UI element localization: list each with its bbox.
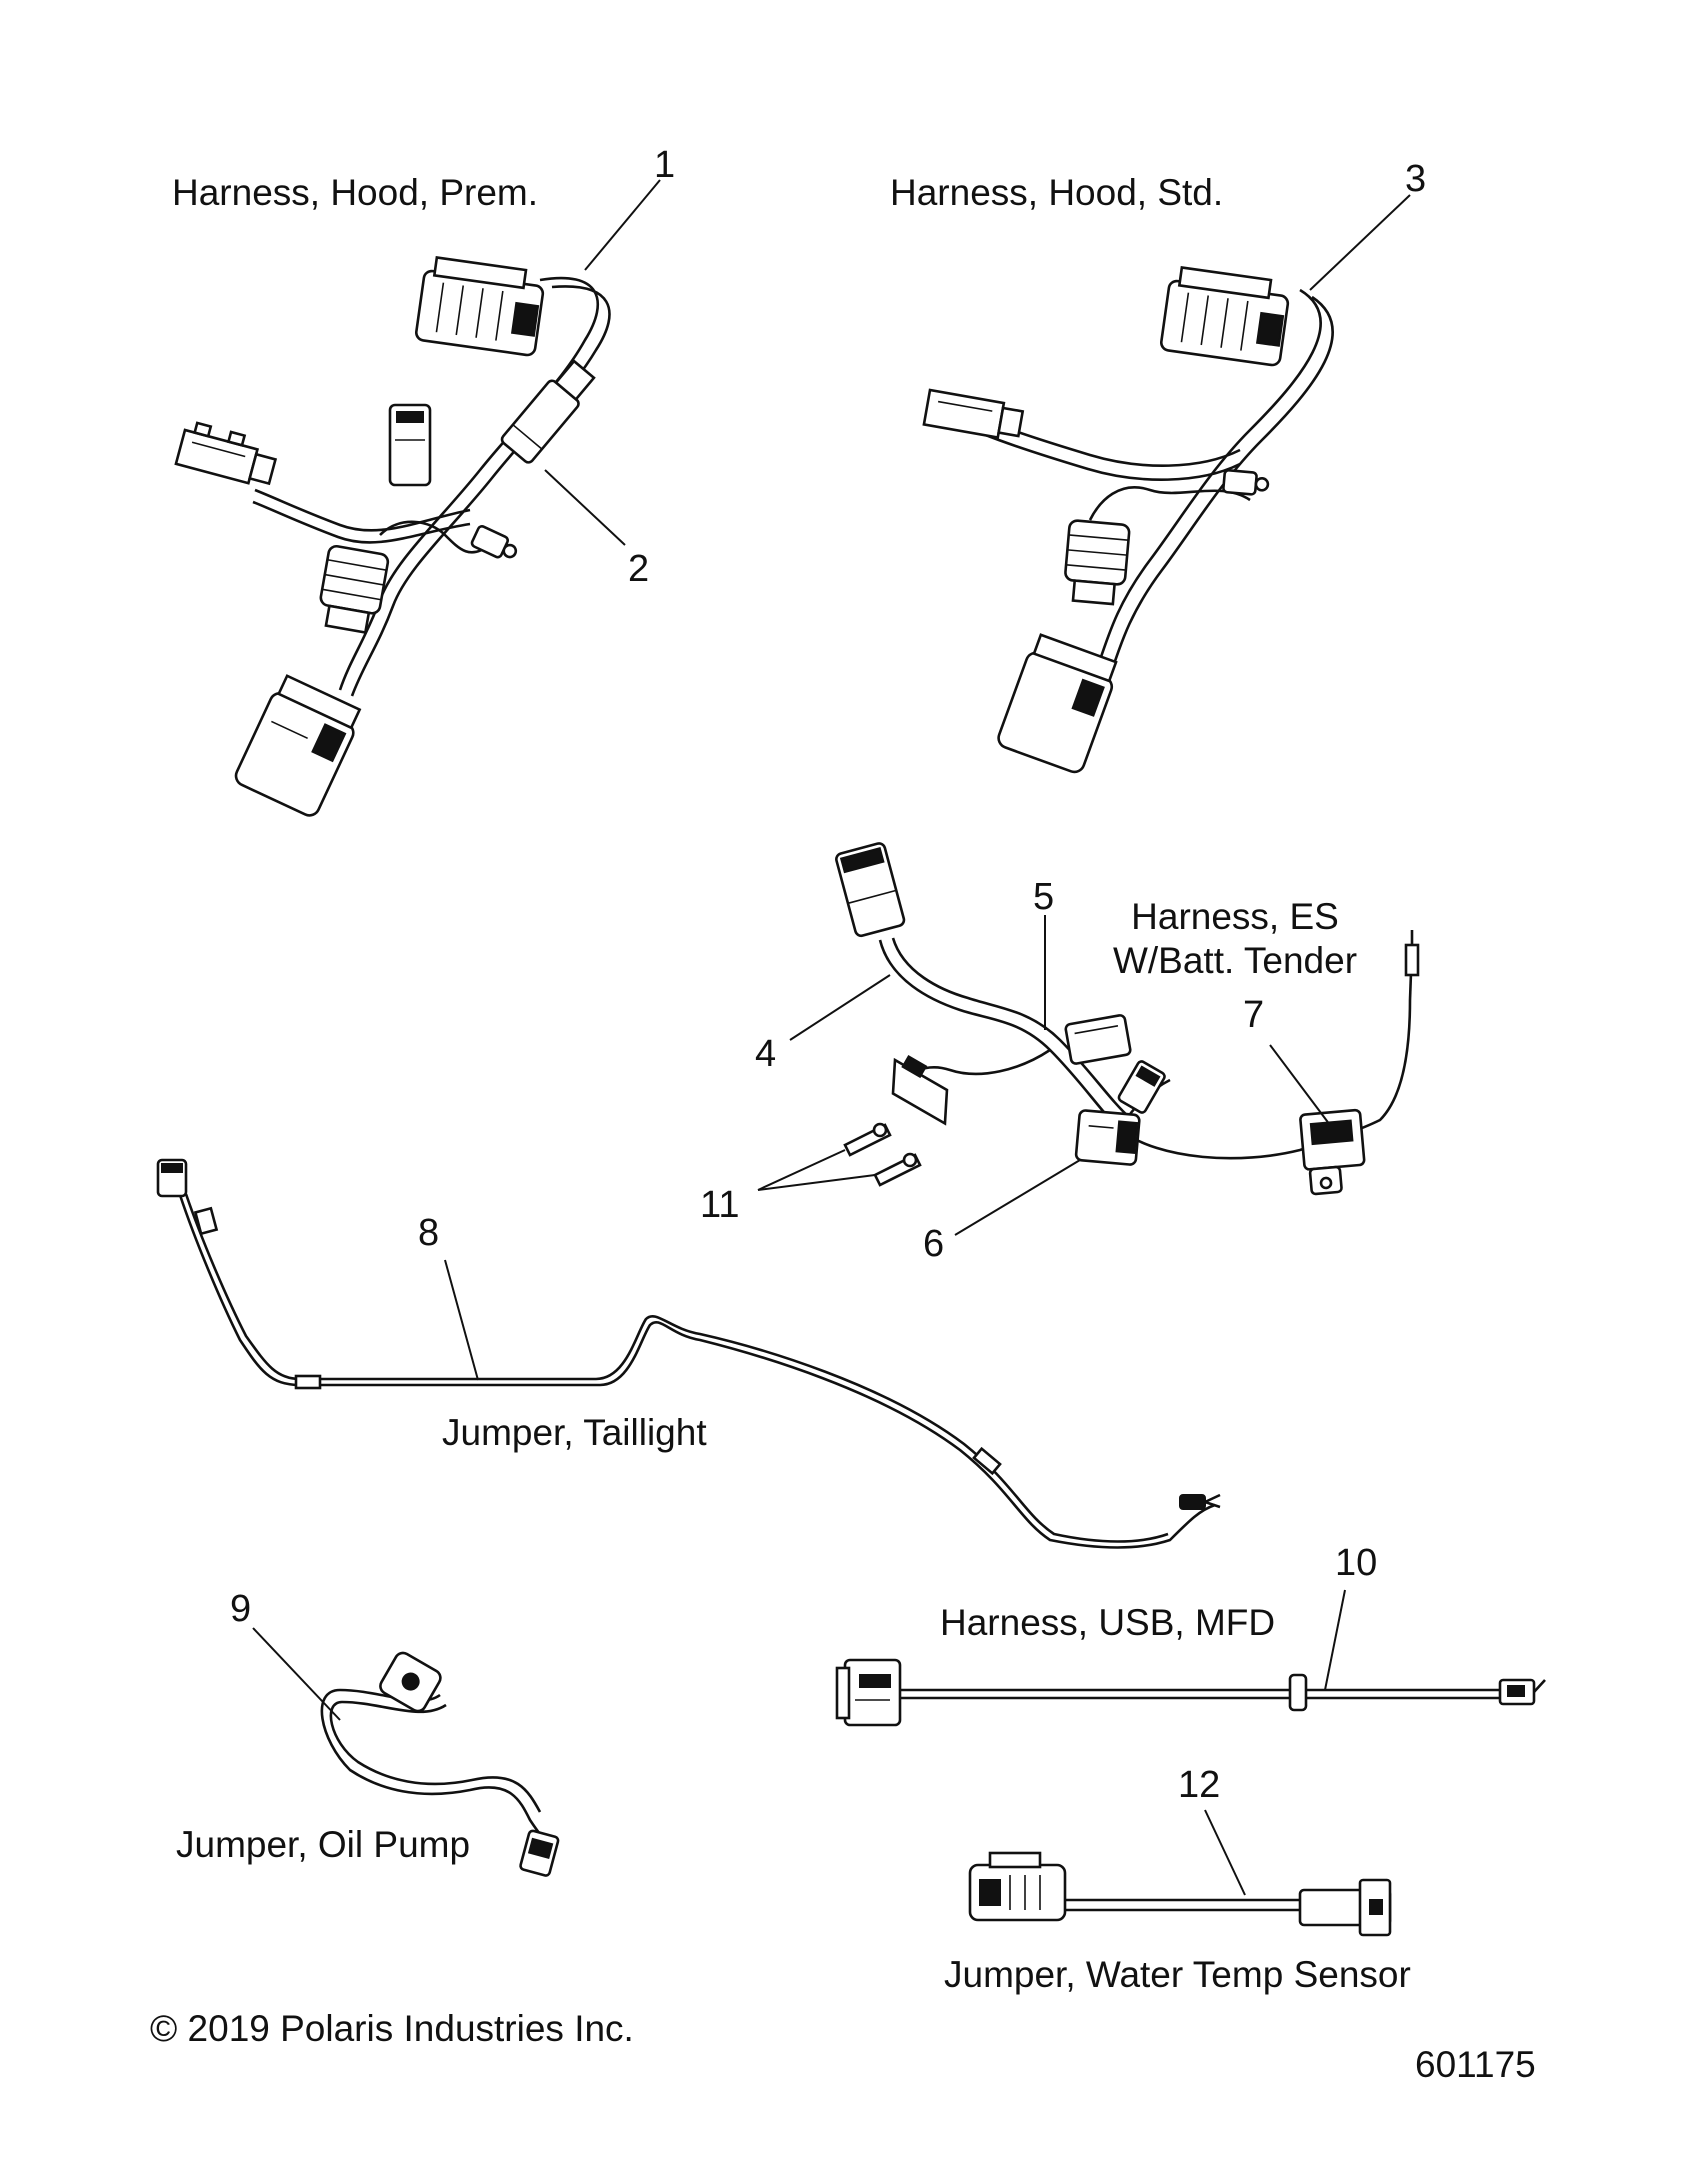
figure-number: 601175 [1415, 2044, 1536, 2085]
jumper-taillight [156, 1158, 1221, 1549]
callout-5: 5 [1033, 876, 1055, 918]
callout-7: 7 [1243, 994, 1265, 1036]
callout-6: 6 [923, 1223, 945, 1265]
harness-usb-mfd [835, 1589, 1546, 1727]
title-jumper-oil-pump: Jumper, Oil Pump [176, 1824, 471, 1865]
title-harness-es-line2: W/Batt. Tender [1112, 940, 1358, 981]
callout-8: 8 [418, 1212, 440, 1254]
harness-es [757, 842, 1420, 1236]
callout-9: 9 [230, 1588, 252, 1630]
title-jumper-taillight: Jumper, Taillight [442, 1412, 707, 1453]
callout-2: 2 [628, 548, 650, 590]
callout-4: 4 [755, 1033, 777, 1075]
title-harness-hood-std: Harness, Hood, Std. [890, 172, 1224, 213]
title-harness-hood-prem: Harness, Hood, Prem. [172, 172, 539, 213]
callout-3: 3 [1405, 158, 1427, 200]
callout-11: 11 [700, 1184, 740, 1226]
jumper-water-temp [968, 1809, 1392, 1937]
title-jumper-water-temp-sensor: Jumper, Water Temp Sensor [944, 1954, 1411, 1995]
title-harness-usb-mfd: Harness, USB, MFD [940, 1602, 1276, 1643]
jumper-oil-pump [252, 1627, 560, 1877]
harness-hood-prem [174, 179, 661, 817]
title-harness-es-line1: Harness, ES [1131, 896, 1339, 937]
callout-10: 10 [1335, 1542, 1378, 1584]
harness-hood-std [922, 194, 1411, 774]
callout-12: 12 [1178, 1764, 1221, 1806]
callout-1: 1 [654, 144, 676, 186]
copyright: © 2019 Polaris Industries Inc. [150, 2008, 634, 2049]
